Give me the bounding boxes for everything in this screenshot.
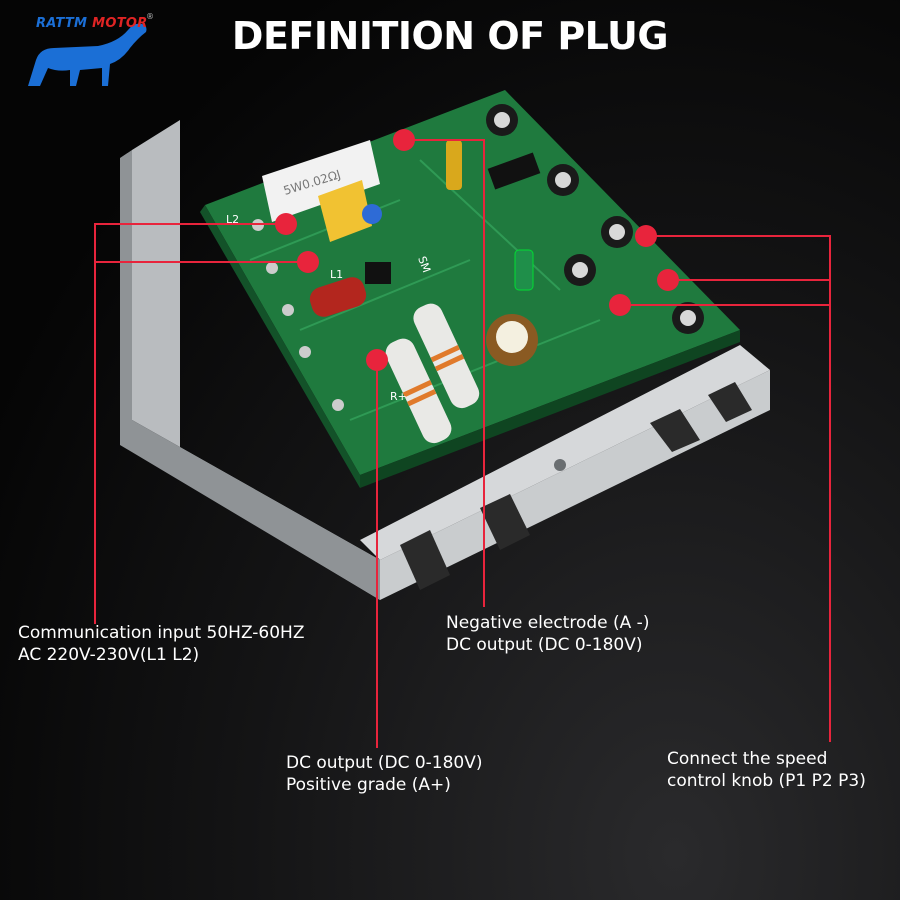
label-speed-knob: Connect the speed control knob (P1 P2 P3… [667,748,866,792]
callout-dot-a-plus [366,349,388,371]
callout-dot-a-minus [393,129,415,151]
label-ac-line2: AC 220V-230V(L1 L2) [18,645,200,665]
label-pos-line2: Positive grade (A+) [286,775,451,795]
label-pos-line1: DC output (DC 0-180V) [286,753,483,773]
trademark-mark: ® [146,12,154,21]
label-knob-line1: Connect the speed [667,749,828,769]
callout-dots [275,129,679,371]
marking-l1: L1 [330,268,343,281]
marking-sm: SM [415,255,433,275]
callout-dot-p2 [657,269,679,291]
label-negative-electrode: Negative electrode (A -) DC output (DC 0… [446,612,649,656]
label-neg-line2: DC output (DC 0-180V) [446,635,643,655]
dinosaur-logo-icon [28,23,147,87]
label-ac-line1: Communication input 50HZ-60HZ [18,623,305,643]
callout-dot-p1 [635,225,657,247]
page-title: DEFINITION OF PLUG [231,14,669,58]
label-knob-line2: control knob (P1 P2 P3) [667,771,866,791]
label-ac-input: Communication input 50HZ-60HZ AC 220V-23… [18,622,305,666]
callout-dot-l2 [275,213,297,235]
label-positive-output: DC output (DC 0-180V) Positive grade (A+… [286,752,483,796]
callout-dot-l1 [297,251,319,273]
aluminum-heatsink [120,120,770,600]
callout-dot-p3 [609,294,631,316]
brand-name: RATTM MOTOR [36,16,148,31]
marking-l2: L2 [226,213,239,226]
marking-r-plus: R+ [390,390,407,403]
components: 5W0.02ΩJ [226,104,704,444]
trimmer-potentiometers [486,104,704,334]
label-neg-line1: Negative electrode (A -) [446,613,650,633]
callout-lines [94,139,831,748]
